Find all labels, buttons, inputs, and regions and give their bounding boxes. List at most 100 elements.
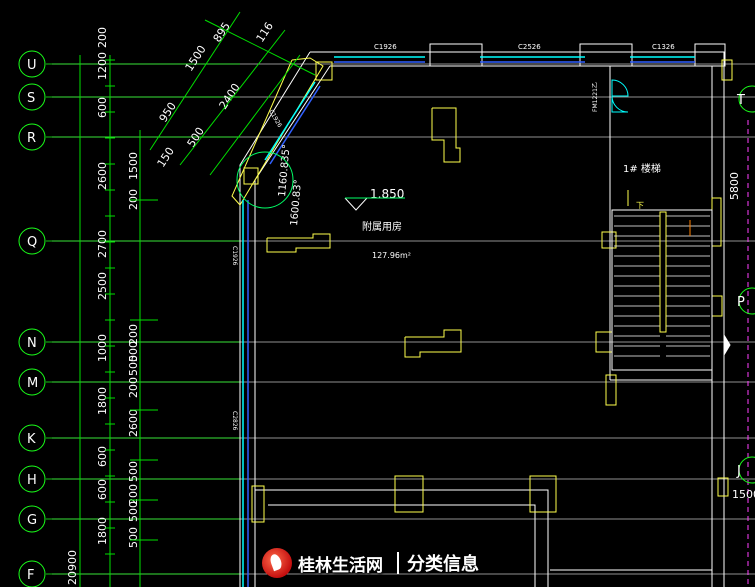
axis-label-J: J bbox=[736, 464, 741, 479]
door-swing-icon-2 bbox=[611, 95, 629, 113]
axis-label-F: F bbox=[27, 568, 34, 583]
column-3 bbox=[529, 475, 557, 513]
column-t3 bbox=[404, 329, 462, 358]
dim-right-0: 5800 bbox=[728, 172, 741, 200]
axis-bubble-G bbox=[18, 505, 46, 533]
wall-diag-outer bbox=[239, 51, 311, 587]
axis-bubble-Q bbox=[18, 227, 46, 255]
watermark: 桂林生活网 分类信息 bbox=[262, 544, 479, 582]
dimension-lines: 2001200600260027002500100018006006001800… bbox=[66, 11, 755, 587]
diag-note-1: 1160.835° bbox=[277, 144, 293, 197]
dim-col2-6: 2600 bbox=[127, 409, 140, 437]
column-0 bbox=[315, 61, 333, 81]
stair-down-label: 下 bbox=[636, 201, 644, 210]
dim-col1-4: 2700 bbox=[96, 230, 109, 258]
dim-col2-10: 500 bbox=[127, 527, 140, 548]
diag-window-label: C1926 bbox=[267, 109, 283, 130]
column-2 bbox=[394, 475, 424, 513]
dim-col2-0: 1500 bbox=[127, 152, 140, 180]
axis-label-M: M bbox=[27, 376, 38, 391]
elevation-marker-icon bbox=[344, 197, 369, 211]
watermark-divider bbox=[397, 552, 399, 574]
watermark-site: 桂林生活网 bbox=[298, 555, 383, 576]
axis-label-P: P bbox=[737, 295, 745, 310]
dim-col1-3: 2600 bbox=[96, 162, 109, 190]
column-t2 bbox=[266, 233, 331, 253]
axis-bubble-N bbox=[18, 328, 46, 356]
wall-diag-inner bbox=[254, 65, 331, 587]
axis-label-Q: Q bbox=[27, 235, 37, 250]
dim-diag-4: 950 bbox=[157, 100, 179, 125]
axis-bubble-M bbox=[18, 368, 46, 396]
side-window-label-2: C2826 bbox=[231, 411, 238, 431]
wall-pier-2 bbox=[694, 43, 726, 67]
dim-col2-3: 500 bbox=[127, 341, 140, 362]
dim-col1-1: 1200 bbox=[96, 52, 109, 80]
axis-bubble-R bbox=[18, 123, 46, 151]
wall-pier-1 bbox=[579, 43, 633, 67]
dim-col1-9: 600 bbox=[96, 479, 109, 500]
dim-diag-ext bbox=[204, 19, 316, 76]
dim-col1-6: 1000 bbox=[96, 334, 109, 362]
window-diag-b bbox=[269, 85, 321, 165]
axis-bubble-P bbox=[738, 287, 755, 315]
column-6 bbox=[605, 374, 617, 406]
elevation-text: 1.850 bbox=[370, 187, 404, 201]
stair-handrail-post bbox=[711, 197, 722, 247]
dim-col1-10: 1800 bbox=[96, 517, 109, 545]
room-name: 附属用房 bbox=[362, 220, 402, 233]
window-label-c1326: C1326 bbox=[652, 43, 675, 51]
wall-top-inner bbox=[330, 65, 713, 587]
axis-bubble-F bbox=[18, 560, 46, 587]
site-logo-icon bbox=[262, 548, 292, 578]
angle-arc bbox=[236, 151, 294, 209]
dim-total: 20900 bbox=[66, 550, 79, 585]
column-t1 bbox=[431, 107, 461, 163]
axis-bubble-H bbox=[18, 465, 46, 493]
dim-diag-line-3 bbox=[209, 54, 301, 176]
dim-col2-2: 200 bbox=[127, 324, 140, 345]
wall-lower-room bbox=[255, 489, 549, 587]
axis-label-U: U bbox=[27, 58, 37, 73]
axis-label-R: R bbox=[27, 131, 36, 146]
axis-label-K: K bbox=[27, 432, 36, 447]
window-label-c1926: C1926 bbox=[374, 43, 397, 51]
dim-col2-7: 500 bbox=[127, 461, 140, 482]
axis-label-G: G bbox=[27, 513, 37, 528]
stair-well bbox=[659, 211, 667, 333]
dim-col1-5: 2500 bbox=[96, 272, 109, 300]
dim-diag-2: 1500 bbox=[183, 43, 209, 74]
axis-bubble-U bbox=[18, 50, 46, 78]
window-lines bbox=[242, 56, 695, 587]
dim-right-1: 1500 bbox=[732, 488, 755, 501]
wall-lower-room-inner bbox=[268, 504, 536, 587]
dim-diag-line-2 bbox=[179, 29, 286, 166]
axis-label-H: H bbox=[27, 473, 37, 488]
dim-col2-4: 500 bbox=[127, 355, 140, 376]
door-swing-icon bbox=[611, 79, 629, 97]
wall-pier-0 bbox=[429, 43, 483, 67]
window-diag-a bbox=[264, 81, 316, 161]
dim-col1-2: 600 bbox=[96, 97, 109, 118]
stair-outline bbox=[611, 209, 713, 371]
dim-col1-8: 600 bbox=[96, 446, 109, 467]
diag-note-2: 1600.83° bbox=[289, 179, 304, 226]
axis-grid-lines bbox=[46, 63, 755, 575]
dim-diag-6: 150 bbox=[155, 145, 177, 170]
structural-columns bbox=[231, 57, 733, 523]
wall-lines bbox=[239, 43, 749, 587]
axis-bubble-J bbox=[738, 456, 755, 484]
dim-col2-9: 500 bbox=[127, 501, 140, 522]
axis-label-T: T bbox=[736, 93, 745, 108]
dim-diag-3: 2400 bbox=[217, 81, 243, 112]
dim-diag-line-1 bbox=[149, 11, 241, 151]
section-arrow-icon bbox=[723, 334, 731, 356]
axis-bubble-K bbox=[18, 424, 46, 452]
watermark-section: 分类信息 bbox=[407, 554, 479, 575]
stair-label: 1# 楼梯 bbox=[623, 162, 661, 175]
axis-bubble-T bbox=[738, 85, 755, 113]
dim-col1-0: 200 bbox=[96, 27, 109, 48]
dim-diag-0: 116 bbox=[254, 20, 276, 45]
